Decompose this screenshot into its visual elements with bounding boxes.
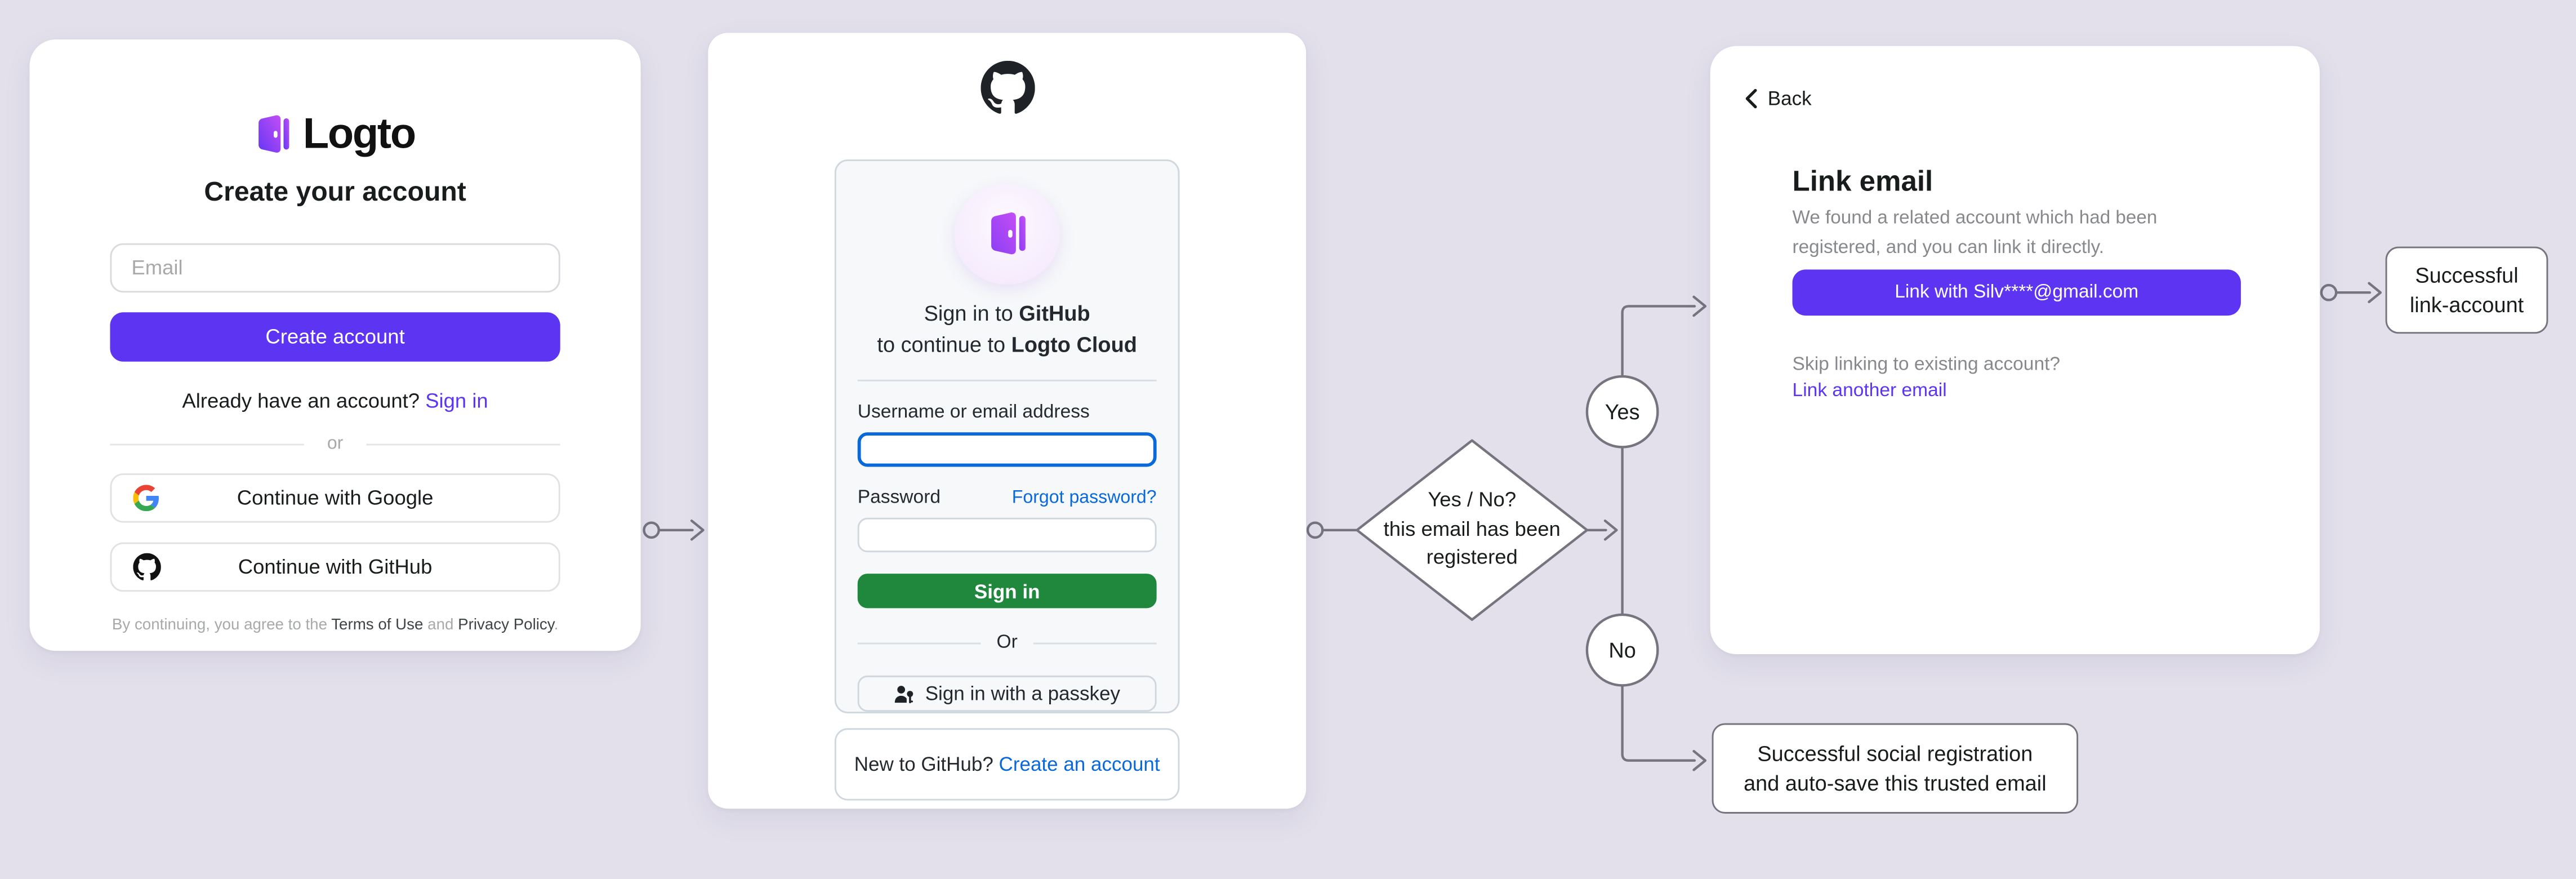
username-input[interactable] [857, 432, 1157, 467]
panel-divider [857, 379, 1157, 381]
terms-prefix: By continuing, you agree to the [112, 616, 332, 635]
no-node-label: No [1608, 637, 1636, 663]
outcome-text: link-account [2409, 291, 2524, 317]
create-an-account-link[interactable]: Create an account [999, 753, 1160, 776]
link-another-email-link[interactable]: Link another email [1792, 381, 1947, 401]
connector-linkcard-to-outcome [2320, 282, 2382, 304]
passkey-button-label: Sign in with a passkey [925, 682, 1121, 705]
github-button-label: Continue with GitHub [238, 555, 433, 579]
terms-of-use-link[interactable]: Terms of Use [331, 616, 424, 635]
skip-linking-text: Skip linking to existing account? [1792, 355, 2061, 375]
terms-suffix: . [554, 616, 559, 635]
password-label: Password [857, 488, 941, 508]
connector-logto-to-github [643, 519, 705, 541]
link-email-title: Link email [1792, 164, 1933, 198]
password-label-row: Password Forgot password? [858, 488, 1157, 508]
have-account-row: Already have an account? Sign in [182, 389, 488, 412]
new-to-github-box: New to GitHub? Create an account [834, 728, 1180, 801]
signin-heading: Sign in to GitHub to continue to Logto C… [877, 298, 1137, 362]
logto-door-icon [255, 113, 291, 154]
signin-line2-prefix: to continue to [877, 332, 1011, 358]
terms-and: and [423, 616, 458, 635]
github-or-divider: Or [857, 633, 1157, 653]
link-email-description: We found a related account which had bee… [1792, 208, 2158, 258]
diamond-line: this email has been [1383, 517, 1561, 540]
connector-diamond-to-branch [1585, 519, 1618, 541]
github-signin-panel: Sign in to GitHub to continue to Logto C… [834, 159, 1180, 714]
privacy-policy-link[interactable]: Privacy Policy [458, 616, 554, 635]
google-icon [133, 485, 159, 512]
outcome-box-link-account: Successful link-account [2385, 246, 2548, 334]
github-signin-button[interactable]: Sign in [857, 574, 1157, 609]
terms-text: By continuing, you agree to the Terms of… [112, 616, 558, 634]
diamond-line: Yes / No? [1428, 488, 1517, 511]
username-label-row: Username or email address [858, 402, 1157, 422]
divider-line [366, 443, 560, 445]
divider-line [857, 642, 981, 644]
email-input[interactable] [110, 243, 560, 293]
passkey-signin-button[interactable]: Sign in with a passkey [857, 675, 1157, 712]
outcome-text: and auto-save this trusted email [1744, 770, 2047, 795]
branch-rail [1621, 305, 1696, 762]
signin-line1-prefix: Sign in to [924, 300, 1019, 326]
diamond-line: registered [1426, 546, 1518, 570]
sign-in-link[interactable]: Sign in [425, 389, 488, 413]
username-label: Username or email address [857, 402, 1090, 423]
password-input[interactable] [857, 517, 1157, 553]
arrowhead-to-social-box [1692, 749, 1707, 771]
divider-text: Or [996, 633, 1018, 653]
google-button-label: Continue with Google [237, 486, 434, 510]
continue-with-github-button[interactable]: Continue with GitHub [110, 542, 560, 592]
forgot-password-link[interactable]: Forgot password? [1011, 488, 1157, 508]
yes-node-label: Yes [1605, 399, 1640, 424]
new-to-github-text: New to GitHub? [854, 753, 993, 776]
passkey-icon [894, 683, 915, 704]
back-label: Back [1767, 87, 1812, 110]
github-octocat-logo [980, 60, 1035, 123]
divider-text: or [327, 434, 344, 454]
decision-diamond-label: Yes / No? this email has been registered [1357, 447, 1587, 613]
divider-line [1033, 642, 1157, 644]
page-title: Create your account [204, 177, 466, 207]
github-signin-card: Sign in to GitHub to continue to Logto C… [708, 33, 1307, 809]
continue-with-google-button[interactable]: Continue with Google [110, 473, 560, 523]
outcome-text: Successful social registration [1757, 740, 2033, 766]
github-icon [133, 553, 161, 581]
app-avatar [954, 184, 1060, 285]
yes-node-circle [1585, 375, 1659, 449]
or-divider: or [110, 434, 560, 454]
divider-line [110, 443, 304, 445]
create-account-button[interactable]: Create account [110, 312, 560, 362]
logto-brand-text: Logto [302, 108, 416, 158]
back-chevron-icon [1745, 88, 1758, 109]
have-account-text: Already have an account? [182, 389, 426, 413]
logto-signup-card: Logto Create your account Create account… [29, 39, 641, 651]
logto-logo: Logto [255, 108, 416, 158]
connector-github-to-diamond [1306, 521, 1358, 539]
back-button[interactable]: Back [1745, 87, 1812, 110]
signin-line2-bold: Logto Cloud [1011, 332, 1137, 358]
arrowhead-to-link-card [1692, 295, 1707, 317]
link-with-email-button[interactable]: Link with Silv****@gmail.com [1792, 269, 2241, 316]
no-node-circle [1585, 613, 1659, 687]
outcome-box-social-registration: Successful social registration and auto-… [1712, 723, 2079, 814]
signin-line1-bold: GitHub [1019, 300, 1090, 326]
link-email-card: Back Link email We found a related accou… [1710, 46, 2320, 655]
outcome-text: Successful [2415, 262, 2519, 287]
